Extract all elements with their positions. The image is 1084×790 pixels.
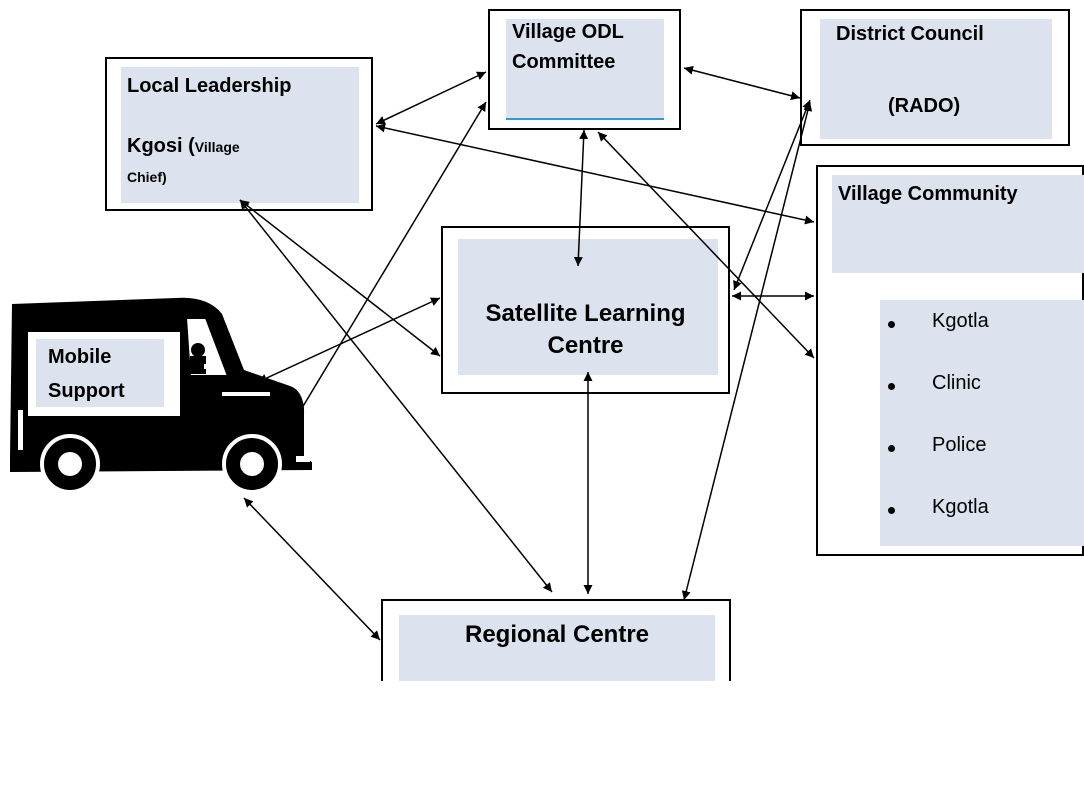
regional-centre-title: Regional Centre <box>464 621 650 648</box>
village-odl-line1: Village ODL <box>512 21 624 43</box>
village-odl-accent-line <box>506 118 664 120</box>
regional-centre-fill <box>399 615 715 681</box>
arrow-leadership-community <box>375 123 815 225</box>
arrow-leadership-odl <box>375 71 487 125</box>
village-community-title-fill <box>832 175 1084 273</box>
village-text: Village <box>194 139 240 155</box>
village-community-list: Kgotla Clinic Police Kgotla <box>882 310 1082 550</box>
chief-text: Chief) <box>127 169 167 185</box>
arrow-district-satellite <box>733 99 811 291</box>
regional-centre-box: Regional Centre <box>381 599 731 681</box>
arrow-leadership-regional <box>239 199 553 593</box>
village-community-list-fill <box>880 300 1084 546</box>
list-item-label: Police <box>932 434 987 456</box>
list-item: Police <box>882 434 1082 464</box>
arrow-van-satellite <box>257 297 441 383</box>
list-item-label: Clinic <box>932 372 981 394</box>
arrow-van-regional <box>243 497 381 641</box>
village-odl-line2: Committee <box>512 51 616 73</box>
district-council-line1: District Council <box>836 23 984 45</box>
bullet-icon <box>888 445 895 452</box>
list-item: Kgotla <box>882 496 1082 526</box>
mobile-support-line2: Support <box>48 380 125 402</box>
arrow-odl-satellite <box>573 129 589 267</box>
district-council-box: District Council (RADO) <box>800 9 1070 146</box>
kgosi-label: Kgosi (Village <box>127 135 240 158</box>
kgosi-text: Kgosi ( <box>127 135 195 157</box>
district-council-line2: (RADO) <box>888 95 961 117</box>
village-odl-fill <box>506 19 664 119</box>
connector-layer <box>239 65 815 641</box>
list-item: Kgotla <box>882 310 1082 340</box>
local-leadership-title: Local Leadership <box>127 75 292 97</box>
bullet-icon <box>888 321 895 328</box>
arrow-odl-district <box>683 65 801 101</box>
arrow-odl-community <box>597 131 815 359</box>
mobile-support-line1: Mobile <box>48 346 112 368</box>
village-community-box: Village Community Kgotla Clinic Police K… <box>816 165 1084 556</box>
mobile-support-fill <box>36 339 164 407</box>
list-item-label: Kgotla <box>932 496 989 518</box>
district-council-fill <box>820 19 1052 139</box>
list-item-label: Kgotla <box>932 310 989 332</box>
arrow-district-regional <box>681 101 813 601</box>
bullet-icon <box>888 507 895 514</box>
village-odl-box: Village ODL Committee <box>488 9 681 130</box>
village-community-title: Village Community <box>838 183 1018 205</box>
arrow-leadership-satellite <box>239 199 441 357</box>
list-item: Clinic <box>882 372 1082 402</box>
arrow-van-odl <box>295 101 487 419</box>
bullet-icon <box>888 383 895 390</box>
